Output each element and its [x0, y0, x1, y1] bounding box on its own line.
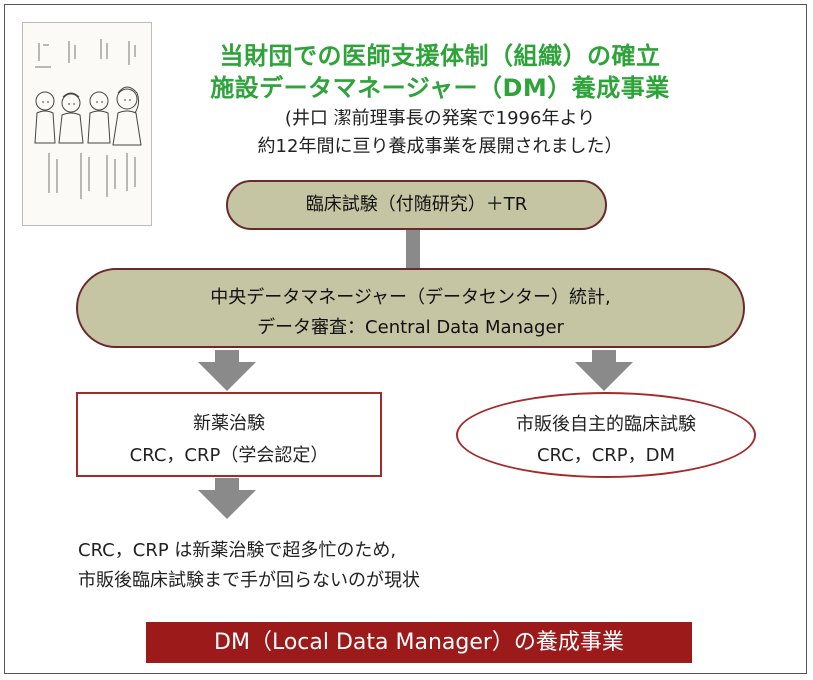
- arrow-left: [198, 350, 256, 391]
- central-line-1: 中央データマネージャー（データセンター）統計,: [210, 287, 611, 308]
- subtitle-line-1: (井口 潔前理事長の発案で1996年より: [284, 108, 596, 129]
- left-node-line-2: CRC，CRP（学会認定）: [129, 445, 329, 466]
- subtitle-line-2: 約12年間に亘り養成事業を展開されました）: [257, 136, 623, 157]
- node-clinical-trial: 臨床試験（付随研究）＋TR: [226, 180, 607, 230]
- title-line-2: 施設データマネージャー（DM）養成事業: [210, 74, 670, 102]
- connector-top: [406, 230, 420, 270]
- node-clinical-trial-label: 臨床試験（付随研究）＋TR: [305, 194, 528, 215]
- node-post-marketing-trial: 市販後自主的臨床試験 CRC，CRP，DM: [456, 392, 756, 478]
- dm-training-banner: DM（Local Data Manager）の養成事業: [146, 622, 692, 663]
- central-line-2: データ審査：Central Data Manager: [257, 317, 564, 338]
- note-line-1: CRC，CRP は新薬治験で超多忙のため,: [78, 540, 397, 561]
- slide-frame: [4, 4, 807, 674]
- note-line-2: 市販後臨床試験まで手が回らないのが現状: [78, 570, 420, 591]
- arrow-right: [575, 350, 633, 391]
- node-central-data-manager: 中央データマネージャー（データセンター）統計, データ審査：Central Da…: [76, 268, 745, 348]
- cartoon-illustration: [22, 22, 152, 226]
- title-line-1: 当財団での医師支援体制（組織）の確立: [219, 42, 661, 70]
- left-node-line-1: 新薬治験: [193, 413, 265, 434]
- right-node-line-2: CRC，CRP，DM: [536, 445, 676, 466]
- right-node-line-1: 市販後自主的臨床試験: [516, 414, 696, 435]
- arrow-bottom: [198, 478, 256, 519]
- cartoon-drawing: [34, 39, 142, 199]
- node-new-drug-trial: 新薬治験 CRC，CRP（学会認定）: [76, 392, 382, 477]
